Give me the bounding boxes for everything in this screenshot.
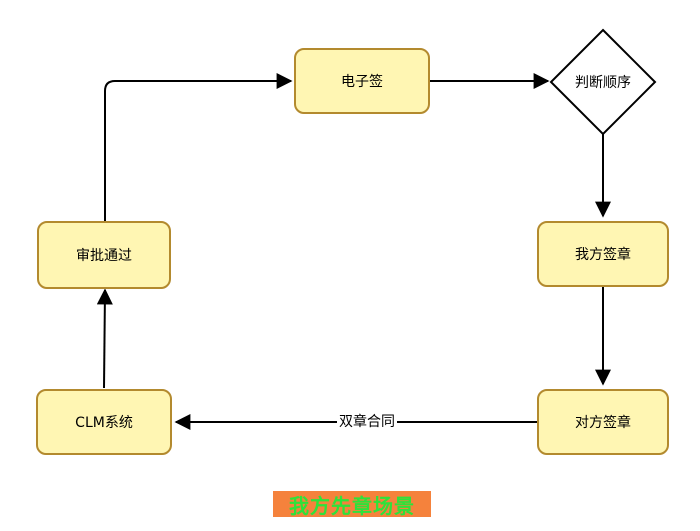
scenario-caption-text: 我方先章场景 <box>289 493 415 518</box>
node-clm-system: CLM系统 <box>36 389 172 455</box>
scenario-caption: 我方先章场景 <box>273 491 431 518</box>
edge-label-double-seal: 双章合同 <box>337 414 397 430</box>
node-judge-order: 判断顺序 <box>556 70 650 94</box>
node-their-seal: 对方签章 <box>537 389 669 455</box>
node-esign: 电子签 <box>294 48 430 114</box>
node-esign-label: 电子签 <box>341 74 383 90</box>
edge-clm-to-approved <box>96 288 113 389</box>
node-approved: 审批通过 <box>37 221 171 289</box>
node-their-seal-label: 对方签章 <box>575 415 631 431</box>
node-our-seal-label: 我方签章 <box>575 247 631 263</box>
node-clm-system-label: CLM系统 <box>75 415 133 431</box>
node-our-seal: 我方签章 <box>537 221 669 287</box>
edge-approved-to-esign <box>104 73 293 222</box>
node-approved-label: 审批通过 <box>76 248 132 264</box>
node-judge-order-label: 判断顺序 <box>575 75 631 91</box>
